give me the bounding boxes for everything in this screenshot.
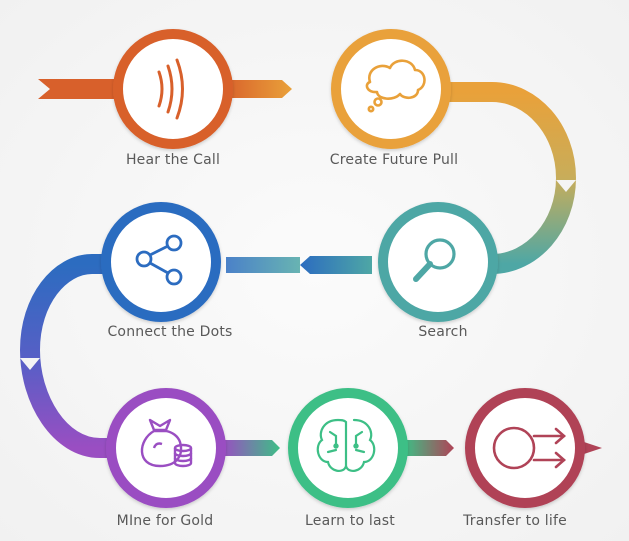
circle-arrows-icon — [492, 426, 566, 470]
step-circle-mine — [106, 388, 226, 508]
step-circles — [101, 29, 585, 508]
share-network-icon — [135, 234, 183, 286]
step-label-transfer: Transfer to life — [463, 513, 567, 529]
step-label-connect: Connect the Dots — [107, 324, 233, 340]
brain-icon — [316, 418, 376, 472]
connector-connect-to-mine — [19, 254, 108, 458]
sound-waves-icon — [157, 58, 184, 120]
thought-cloud-icon — [365, 59, 426, 113]
connector-mine-to-learn — [222, 440, 280, 456]
step-label-learn: Learn to last — [305, 513, 395, 529]
step-circle-connect — [101, 202, 221, 322]
step-label-search: Search — [418, 324, 468, 340]
step-label-future: Create Future Pull — [329, 152, 459, 168]
step-label-mine: MIne for Gold — [116, 513, 214, 529]
step-circle-learn — [288, 388, 408, 508]
money-bag-icon — [140, 418, 193, 468]
arc-notch-left — [20, 358, 40, 370]
step-circle-search — [378, 202, 498, 322]
connector-future-to-search — [446, 82, 577, 274]
connector-search-to-connect — [300, 256, 372, 274]
connector-learn-to-transfer — [404, 440, 454, 456]
step-label-hear: Hear the Call — [125, 152, 221, 168]
connector-hear-to-future — [222, 80, 292, 98]
connectors — [19, 79, 602, 460]
step-circle-transfer — [465, 388, 585, 508]
entry-arrow — [38, 79, 122, 99]
connector-search-to-connect-tail — [226, 257, 300, 273]
magnifier-icon — [413, 238, 456, 282]
step-circle-future — [331, 29, 451, 149]
arc-notch-right — [556, 180, 576, 192]
